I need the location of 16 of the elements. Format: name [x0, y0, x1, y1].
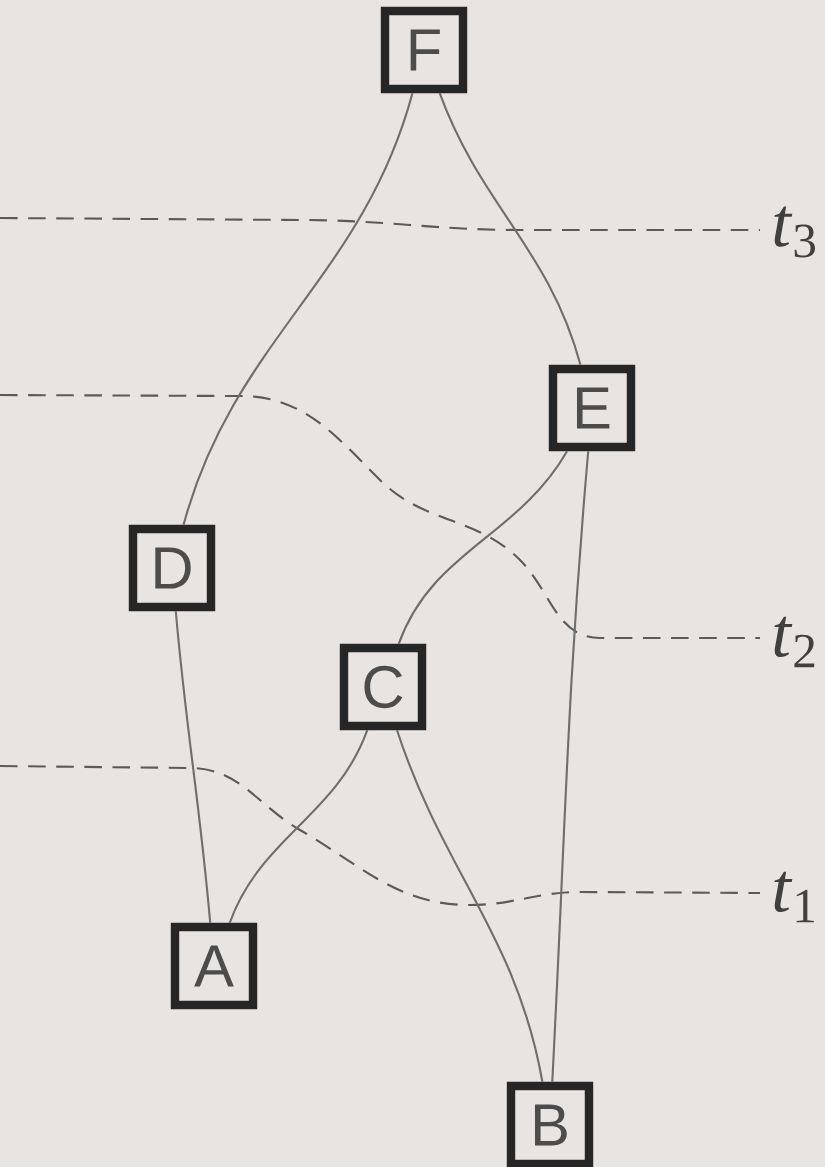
connector-line — [438, 92, 582, 366]
letter-box: E — [548, 364, 636, 452]
connector-line — [397, 450, 568, 645]
cut-label: t$_{2}$ — [774, 616, 815, 668]
connector-line — [182, 92, 414, 526]
letter-box: F — [380, 6, 468, 94]
connector-line — [228, 729, 369, 924]
connector-line — [174, 611, 212, 923]
cut-label: t$_{3}$ — [774, 206, 815, 258]
cut-label: t$_{1}$ — [774, 871, 814, 923]
letter-box: C — [339, 643, 427, 731]
connector-line — [551, 451, 590, 1082]
letter-box: A — [170, 922, 258, 1010]
connector-line — [396, 729, 544, 1082]
letter-box: D — [128, 524, 216, 612]
letter-box: B — [506, 1081, 594, 1167]
